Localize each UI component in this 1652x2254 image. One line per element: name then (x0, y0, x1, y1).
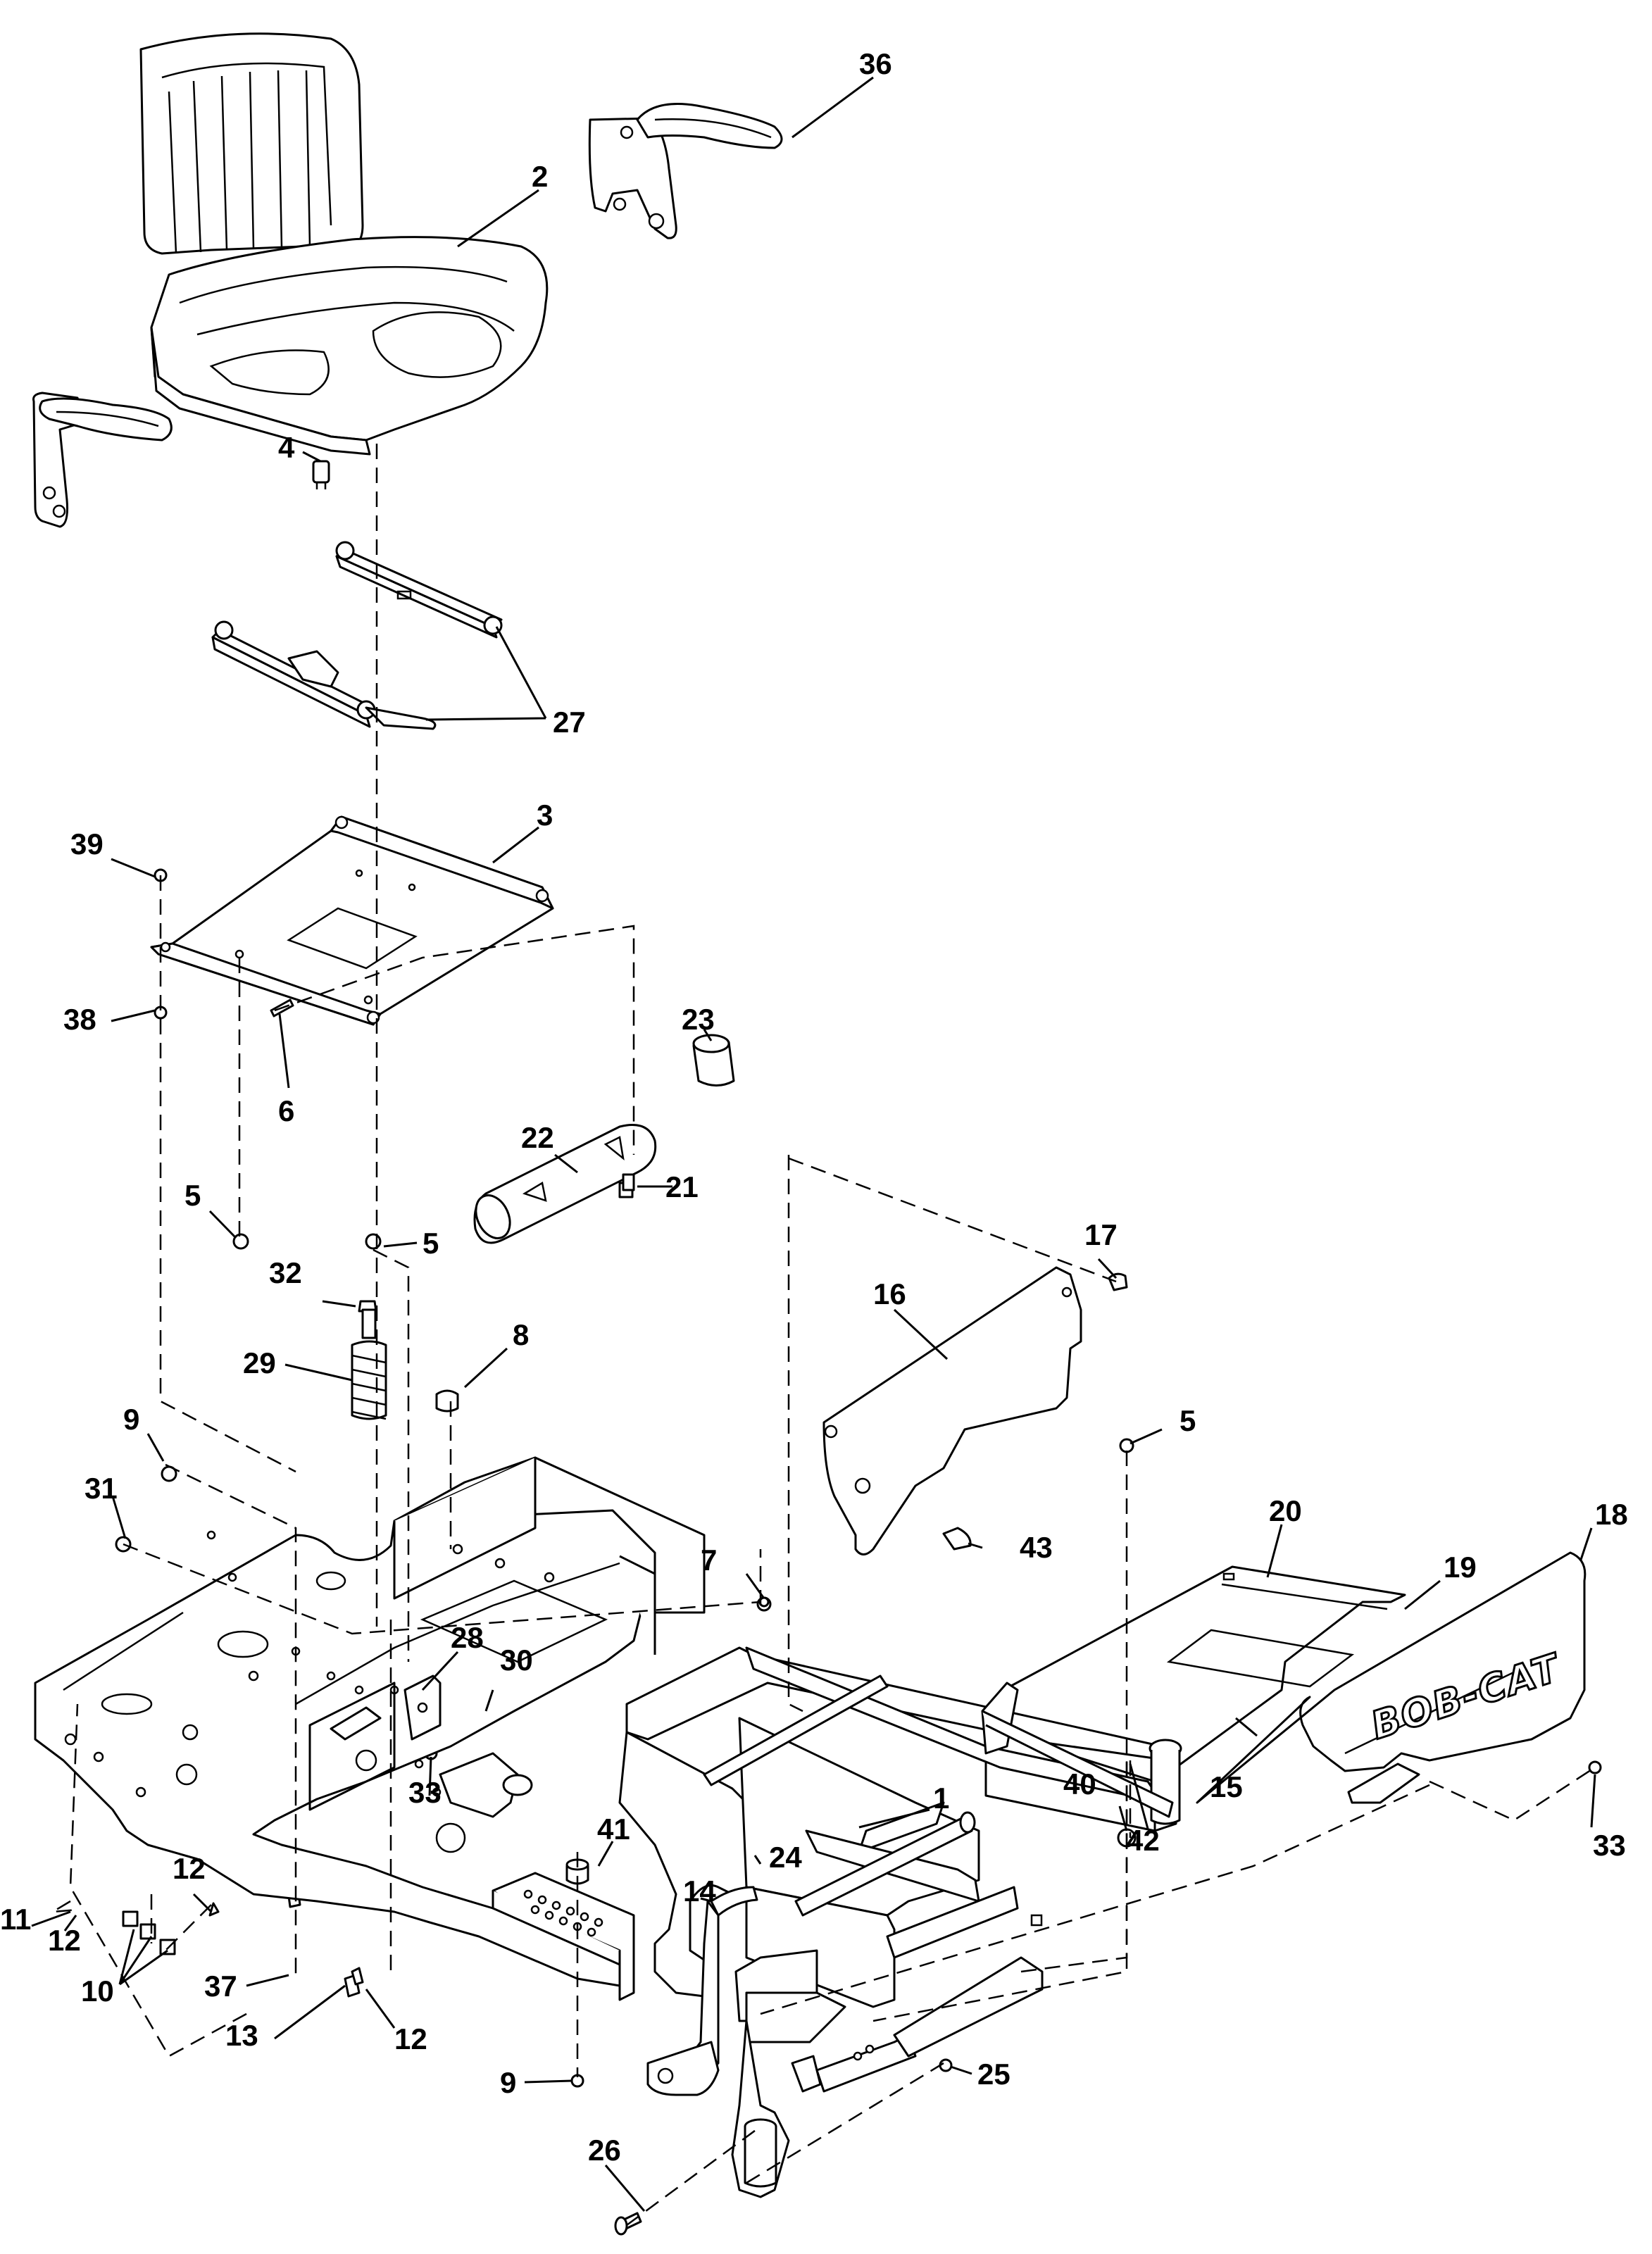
callout-17: 17 (1084, 1218, 1118, 1251)
callout-27: 27 (553, 706, 586, 739)
leader-lines (31, 76, 1596, 2212)
bracket-28 (403, 1674, 442, 1741)
callout-4: 4 (278, 431, 295, 464)
callout-10: 10 (81, 1974, 114, 2008)
seat (139, 32, 549, 456)
callout-14: 14 (683, 1874, 716, 1908)
seat-rail-rear (335, 541, 503, 639)
callout-37: 37 (204, 1970, 237, 2003)
callout-12c: 12 (394, 2022, 427, 2055)
lever-14 (646, 1886, 758, 2096)
bolt-21 (622, 1173, 635, 1191)
callout-19: 19 (1444, 1551, 1477, 1584)
callout-20: 20 (1269, 1494, 1302, 1527)
callout-1: 1 (933, 1782, 949, 1815)
callout-25: 25 (977, 2058, 1010, 2091)
callout-5a: 5 (184, 1179, 201, 1212)
end-cap-23 (692, 1034, 735, 1087)
callout-31: 31 (85, 1472, 118, 1505)
callout-7: 7 (701, 1544, 717, 1577)
callout-39: 39 (70, 827, 104, 860)
fender-decal-18: BOB-CAT (1196, 1551, 1587, 1804)
adjust-bracket (492, 1858, 635, 2001)
callout-23: 23 (682, 1003, 715, 1036)
main-frame-1 (618, 1646, 1182, 2198)
callout-36: 36 (859, 47, 892, 80)
seat-pan-3 (150, 815, 554, 1026)
callout-33a: 33 (408, 1776, 442, 1809)
callout-9a: 9 (123, 1403, 139, 1436)
seat-switch-4 (312, 460, 330, 489)
callout-5b: 5 (423, 1227, 439, 1260)
callout-29: 29 (243, 1346, 276, 1379)
callout-43: 43 (1020, 1531, 1053, 1564)
callout-12a: 12 (48, 1924, 81, 1957)
callout-12b: 12 (173, 1852, 206, 1885)
callout-26: 26 (588, 2134, 621, 2167)
seat-rail-front (211, 620, 437, 730)
callout-33b: 33 (1593, 1829, 1626, 1862)
callout-11: 11 (0, 1903, 31, 1936)
callout-28: 28 (451, 1621, 484, 1654)
callout-6: 6 (278, 1094, 294, 1127)
callout-18: 18 (1595, 1498, 1628, 1531)
callout-32: 32 (269, 1256, 302, 1289)
cross-tube (703, 1674, 976, 1917)
bracket-30 (439, 1752, 533, 1818)
callout-41: 41 (597, 1812, 630, 1846)
callout-13: 13 (225, 2019, 258, 2052)
callout-22: 22 (521, 1121, 554, 1154)
bumper-8 (435, 1389, 459, 1413)
callout-8: 8 (513, 1318, 529, 1351)
callouts: 36 2 4 27 3 39 38 6 23 22 21 5 5 32 17 1… (0, 47, 1628, 2167)
blocks-10 (122, 1910, 176, 1955)
spring-29 (351, 1308, 387, 1420)
callout-30: 30 (500, 1643, 533, 1677)
callout-38: 38 (63, 1003, 96, 1036)
clip-13 (344, 1967, 364, 1998)
assembly-lines (52, 444, 1596, 2227)
callout-15: 15 (1210, 1770, 1243, 1803)
callout-3: 3 (537, 799, 553, 832)
cover-panel-16 (822, 1266, 1082, 1555)
pin-26 (614, 2212, 642, 2236)
armrest-right-36 (588, 103, 783, 239)
callout-42: 42 (1127, 1824, 1160, 1857)
armrest-left (32, 392, 173, 528)
callout-40: 40 (1063, 1767, 1096, 1801)
callout-9b: 9 (500, 2066, 516, 2099)
callout-21: 21 (665, 1170, 699, 1203)
callout-5c: 5 (1179, 1404, 1196, 1437)
callout-24: 24 (769, 1841, 802, 1874)
roller-22 (473, 1124, 657, 1244)
callout-2: 2 (532, 160, 548, 193)
callout-16: 16 (873, 1277, 906, 1310)
